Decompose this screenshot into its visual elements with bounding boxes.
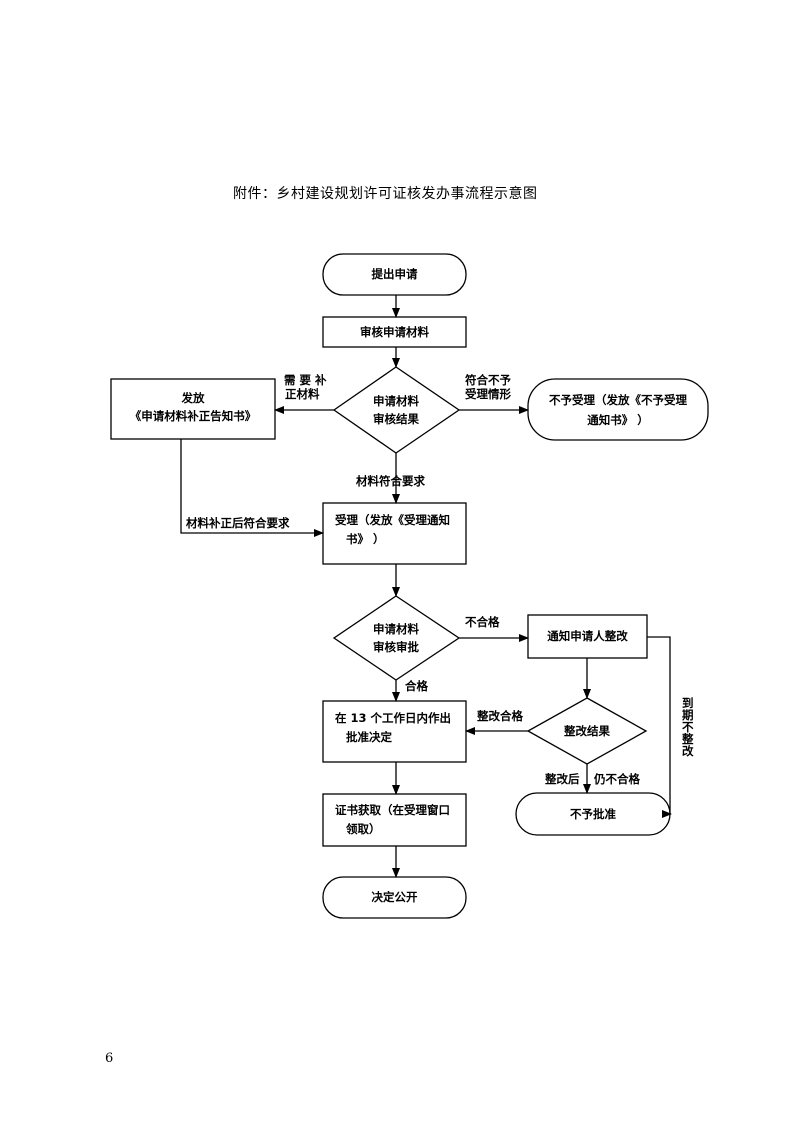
- node-approval-review-line2: 审核审批: [373, 640, 419, 654]
- node-reject-acceptance-line1: 不予受理（发放《不予受理: [549, 393, 687, 407]
- node-decision-line1: 在 13 个工作日内作出: [335, 711, 451, 725]
- node-decision-line2: 批准决定: [346, 730, 392, 744]
- label-overdue-4: 整: [681, 732, 694, 746]
- label-overdue-2: 期: [682, 708, 694, 722]
- label-fail: 不合格: [465, 615, 500, 629]
- node-supplement-notice-line2: 《申请材料补正告知书》: [130, 409, 257, 423]
- node-notify-rectify: 通知申请人整改: [527, 614, 648, 659]
- node-review-result-line1: 申请材料: [373, 394, 419, 408]
- node-certificate-line1: 证书获取（在受理窗口: [335, 803, 450, 817]
- edge-overdue-line: [647, 636, 671, 814]
- node-supplement-notice-line1: 发放: [181, 391, 205, 405]
- node-review-materials: 审核申请材料: [322, 316, 467, 348]
- node-decision: 在 13 个工作日内作出 批准决定: [322, 700, 467, 763]
- label-pass: 合格: [405, 679, 428, 693]
- edge-supplement-to-acceptance: [180, 439, 324, 537]
- label-after-rectify: 整改后: [544, 772, 580, 786]
- node-approval-review-line1: 申请材料: [373, 622, 419, 636]
- node-publish: 决定公开: [322, 876, 467, 919]
- label-rectify-pass: 整改合格: [476, 709, 523, 723]
- node-acceptance-line2: 书》 ）: [346, 532, 385, 546]
- label-overdue-1: 到: [682, 696, 694, 710]
- node-acceptance-line1: 受理（发放《受理通知: [335, 513, 450, 527]
- label-meets-requirements: 材料符合要求: [356, 474, 425, 488]
- label-not-eligible-2: 受理情形: [465, 387, 511, 401]
- node-apply: 提出申请: [322, 253, 467, 296]
- node-notify-rectify-label: 通知申请人整改: [547, 629, 628, 643]
- node-apply-label: 提出申请: [372, 267, 418, 281]
- node-supplement-notice: 发放 《申请材料补正告知书》: [110, 378, 276, 440]
- node-certificate-line2: 领取）: [345, 822, 381, 836]
- node-rectify-result-label: 整改结果: [563, 724, 610, 738]
- node-publish-label: 决定公开: [372, 890, 418, 904]
- label-overdue-3: 不: [682, 720, 694, 734]
- node-review-result-line2: 审核结果: [373, 412, 419, 426]
- node-approval-review: 申请材料 审核审批: [332, 595, 461, 681]
- label-supplement-ok: 材料补正后符合要求: [186, 516, 290, 530]
- label-need-supplement-2: 正材料: [285, 387, 320, 401]
- node-review-materials-label: 审核申请材料: [360, 325, 429, 339]
- label-still-fail: 仍不合格: [593, 772, 640, 786]
- node-not-approved: 不予批准: [515, 792, 671, 836]
- node-reject-acceptance: 不予受理（发放《不予受理 通知书》 ）: [527, 378, 709, 441]
- node-acceptance: 受理（发放《受理通知 书》 ）: [322, 502, 467, 565]
- node-certificate: 证书获取（在受理窗口 领取）: [322, 793, 467, 847]
- node-not-approved-label: 不予批准: [570, 807, 616, 821]
- page-number: 6: [105, 1051, 114, 1066]
- label-overdue-5: 改: [682, 744, 694, 758]
- label-need-supplement-1: 需 要 补: [284, 373, 327, 387]
- label-not-eligible-1: 符合不予: [465, 373, 511, 387]
- node-rectify-result: 整改结果: [526, 697, 648, 765]
- node-reject-acceptance-line2: 通知书》 ）: [587, 413, 649, 427]
- page-title: 附件：乡村建设规划许可证核发办事流程示意图: [233, 186, 538, 202]
- node-review-result: 申请材料 审核结果: [332, 366, 461, 454]
